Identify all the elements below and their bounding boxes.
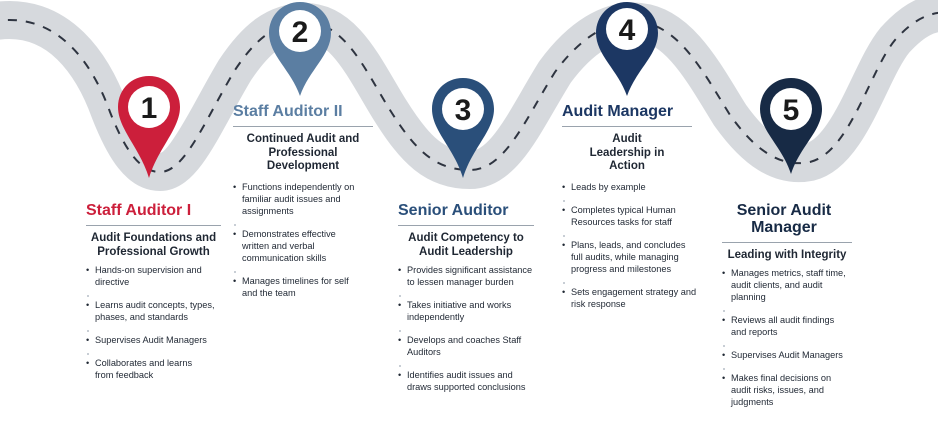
stage-1-subtitle: Audit Foundations and Professional Growt… [90,231,217,258]
list-item: Provides significant assistance to lesse… [398,265,539,298]
stage-4: Audit Manager Audit Leadership in Action… [562,103,696,322]
stage-5-number: 5 [783,94,800,127]
list-item: Functions independently on familiar audi… [233,182,364,226]
stage-1-bullets: Hands-on supervision and directive Learn… [86,265,221,382]
stage-3-pin: 3 [432,78,494,178]
list-item: Hands-on supervision and directive [86,265,205,298]
divider [722,241,852,243]
stage-2-bullets: Functions independently on familiar audi… [233,182,373,300]
stage-5-title: Senior Audit Manager [736,202,832,236]
list-item: Makes final decisions on audit risks, is… [722,373,841,409]
list-item: Demonstrates effective written and verba… [233,229,364,273]
list-item: Leads by example [562,182,691,203]
divider [398,224,534,226]
stage-4-pin: 4 [596,2,658,96]
stage-3-subtitle: Audit Competency to Audit Leadership [408,231,524,258]
list-item: Supervises Audit Managers [722,350,859,371]
stage-3-number: 3 [455,94,472,127]
stage-2-subtitle: Continued Audit and Professional Develop… [246,132,360,173]
list-item: Completes typical Human Resources tasks … [562,205,691,237]
list-item: Takes initiative and works independently [398,300,529,333]
stage-3-bullets: Provides significant assistance to lesse… [398,265,534,394]
stage-3: Senior Auditor Audit Competency to Audit… [398,202,534,405]
list-item: Manages timelines for self and the team [233,276,364,300]
stage-4-bullets: Leads by example Completes typical Human… [562,182,696,311]
stage-1-title: Staff Auditor I [86,202,192,219]
stage-2: Staff Auditor II Continued Audit and Pro… [233,103,373,311]
divider [562,125,692,127]
divider [86,224,221,226]
list-item: Develops and coaches Staff Auditors [398,335,529,367]
list-item: Plans, leads, and concludes full audits,… [562,240,697,284]
list-item: Identifies audit issues and draws suppor… [398,370,539,394]
stage-4-number: 4 [619,14,636,47]
divider [233,125,373,127]
road-surface [0,0,938,192]
list-item: Manages metrics, staff time, audit clien… [722,268,851,313]
stage-2-title: Staff Auditor II [233,103,343,120]
stage-2-number: 2 [292,16,309,49]
stage-5-bullets: Manages metrics, staff time, audit clien… [722,268,852,409]
stage-1-pin: 1 [118,76,180,178]
stage-4-subtitle: Audit Leadership in Action [589,132,665,173]
stage-5-pin: 5 [760,78,822,174]
stage-5: Senior Audit Manager Leading with Integr… [722,202,852,420]
stage-5-subtitle: Leading with Integrity [727,248,847,261]
stage-3-title: Senior Auditor [398,202,509,219]
list-item: Collaborates and learns from feedback [86,358,205,382]
stage-1: Staff Auditor I Audit Foundations and Pr… [86,202,221,393]
stage-2-pin: 2 [269,2,331,96]
list-item: Reviews all audit findings and reports [722,315,851,348]
stage-1-number: 1 [141,92,158,125]
list-item: Supervises Audit Managers [86,335,223,356]
list-item: Sets engagement strategy and risk respon… [562,287,697,311]
list-item: Learns audit concepts, types, phases, an… [86,300,223,333]
stage-4-title: Audit Manager [562,103,674,120]
